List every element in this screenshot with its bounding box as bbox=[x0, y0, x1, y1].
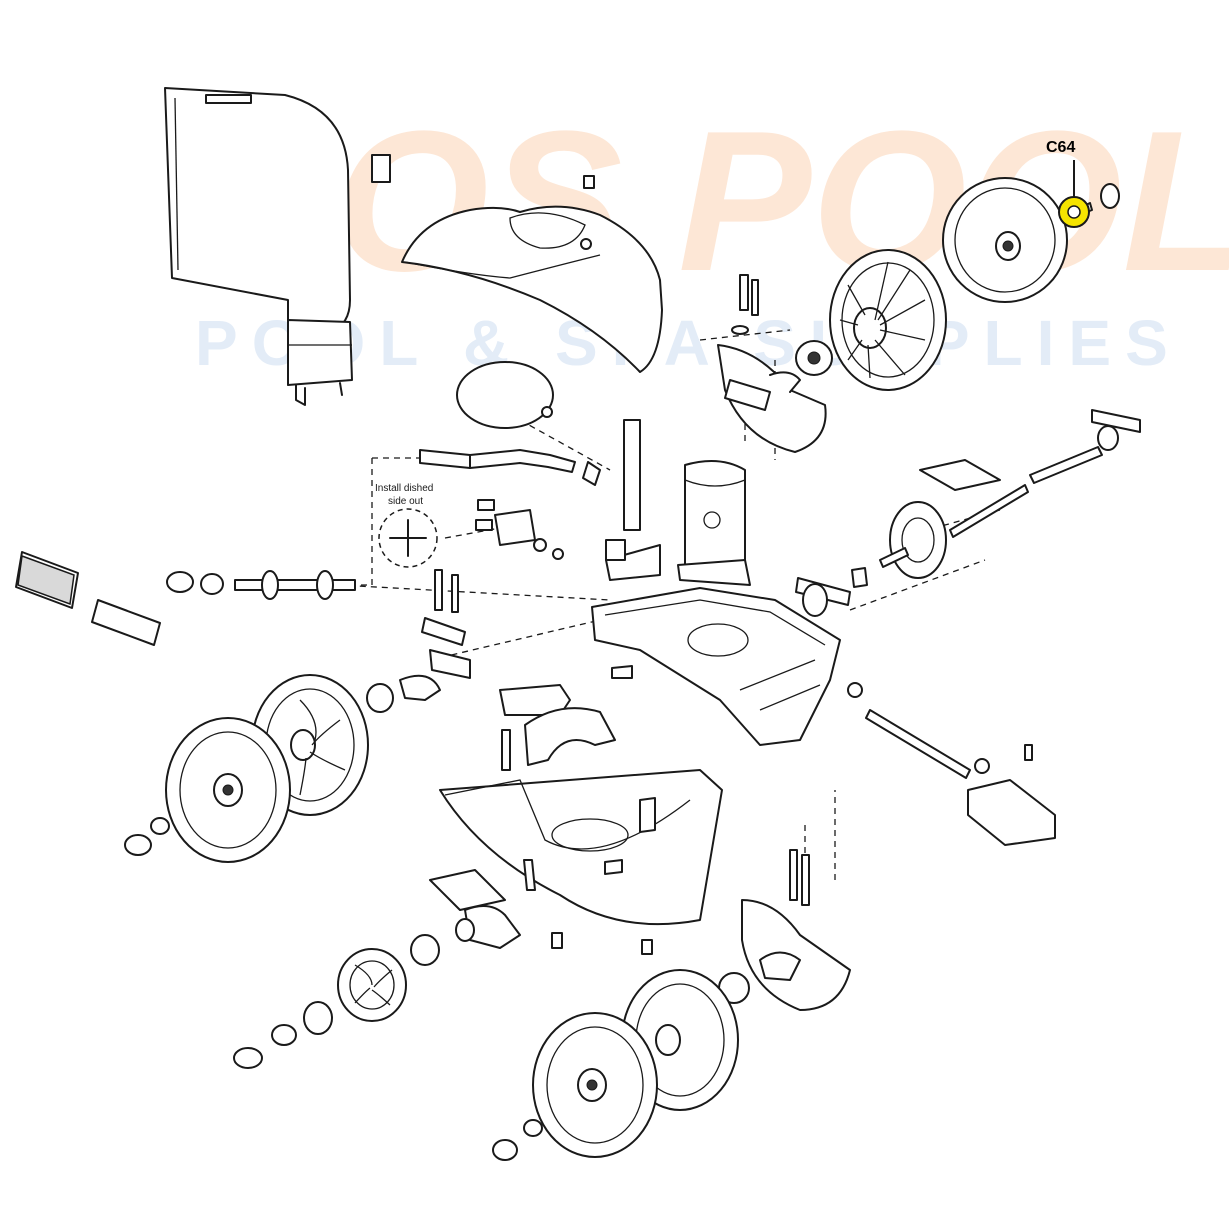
install-note-line2: side out bbox=[388, 496, 423, 507]
left-bracket bbox=[366, 569, 471, 713]
part-c64: C64 bbox=[1046, 139, 1090, 228]
base-plate bbox=[439, 684, 723, 955]
front-left-drive bbox=[233, 869, 521, 1069]
hose-connector-assembly bbox=[15, 449, 601, 646]
install-note-line1: Install dished bbox=[375, 483, 433, 494]
top-cover bbox=[401, 175, 663, 373]
side-skirt-upper bbox=[717, 274, 827, 453]
watermark-line2: POOL & SPA SUPPLIES bbox=[195, 307, 1182, 379]
watermark-line1: SOS POOL bbox=[200, 90, 1229, 313]
center-body bbox=[605, 419, 751, 586]
callout-label-c64: C64 bbox=[1046, 139, 1075, 156]
float bbox=[456, 361, 554, 429]
right-drive-train bbox=[795, 409, 1141, 846]
watermark: SOS POOL POOL & SPA SUPPLIES bbox=[195, 90, 1229, 379]
rear-wheel-assembly bbox=[795, 177, 1120, 391]
chassis bbox=[591, 587, 841, 746]
left-wheels bbox=[124, 674, 369, 863]
leaf-bag-housing bbox=[164, 87, 391, 406]
front-right-wheels bbox=[492, 849, 851, 1161]
install-note: Install dished side out bbox=[375, 483, 438, 568]
